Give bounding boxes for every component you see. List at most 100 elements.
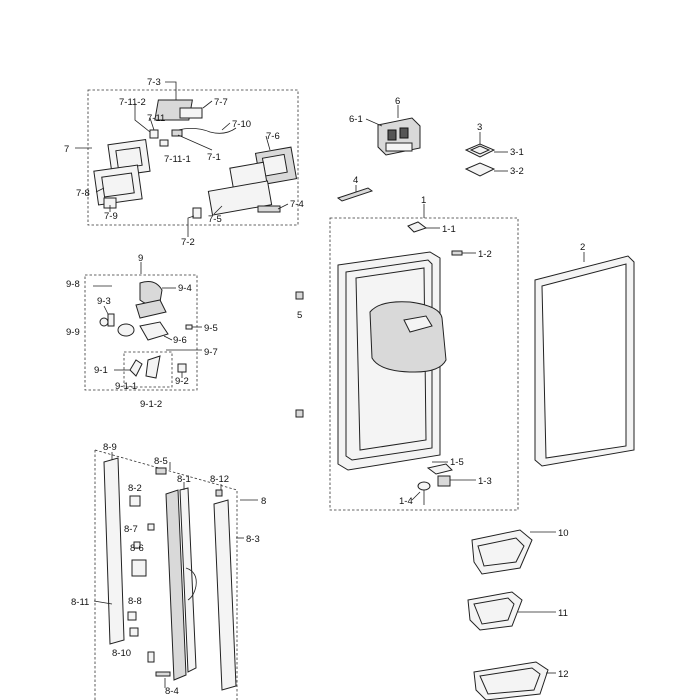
part-12-inner: [479, 667, 541, 695]
part-7-11-1: [159, 139, 169, 147]
label-7-5: 7-5: [208, 214, 222, 225]
assembly-1-door: [295, 204, 519, 511]
group-9-boundary: [84, 274, 198, 391]
label-8-10: 8-10: [112, 648, 131, 659]
part-8-7: [147, 523, 155, 531]
label-9-2: 9-2: [175, 376, 189, 387]
label-7-9: 7-9: [104, 211, 118, 222]
group-9-1-boundary: [123, 351, 173, 388]
leader-7-5: [213, 205, 223, 215]
label-11: 11: [558, 608, 568, 619]
assembly-6-3-4: [336, 105, 508, 202]
part-8-8b: [129, 627, 139, 637]
label-9-7: 9-7: [204, 347, 218, 358]
label-8-2: 8-2: [128, 483, 142, 494]
part-7-11: [149, 129, 159, 139]
part-7-8-window: [101, 172, 135, 198]
part-9-5: [185, 324, 193, 330]
part-8-1: [165, 489, 187, 681]
leader-8-11: [93, 600, 113, 605]
label-5: 5: [297, 310, 302, 321]
label-9-8: 9-8: [66, 279, 80, 290]
assembly-9: [84, 262, 202, 391]
label-1-5: 1-5: [450, 457, 464, 468]
label-8-7: 8-7: [124, 524, 138, 535]
assembly-7: [75, 81, 299, 237]
label-9-1-2: 9-1-2: [140, 399, 162, 410]
label-8-1: 8-1: [177, 474, 191, 485]
label-9-4: 9-4: [178, 283, 192, 294]
part-11-inner: [473, 597, 515, 625]
part-3-1-inner: [469, 145, 491, 155]
label-12: 12: [558, 669, 569, 680]
label-6-1: 6-1: [349, 114, 363, 125]
label-9-3: 9-3: [97, 296, 111, 307]
part-1-4: [417, 481, 431, 491]
label-8-3: 8-3: [246, 534, 260, 545]
callout-labels: 7-3 7-11-2 7-7 7-11 7-10 7 7-6 7-1 7-11-…: [64, 77, 585, 697]
part-9-1: [129, 359, 143, 377]
label-8-8: 8-8: [128, 596, 142, 607]
label-7-8: 7-8: [76, 188, 90, 199]
part-3-2: [464, 162, 496, 177]
part-8-7b: [133, 541, 141, 549]
label-8-12: 8-12: [210, 474, 229, 485]
part-9-4-base: [135, 299, 167, 319]
label-7-4: 7-4: [290, 199, 304, 210]
part-1-3: [437, 475, 451, 487]
label-1: 1: [421, 195, 426, 206]
label-9-1: 9-1: [94, 365, 108, 376]
assembly-2-gasket: [534, 252, 635, 467]
label-3: 3: [477, 122, 482, 133]
part-8-3: [213, 499, 237, 691]
label-8-5: 8-5: [154, 456, 168, 467]
part-8-2: [129, 495, 141, 507]
part-4: [336, 187, 374, 202]
label-1-3: 1-3: [478, 476, 492, 487]
label-1-1: 1-1: [442, 224, 456, 235]
leader-7-4: [277, 203, 289, 210]
leader-7-6: [265, 135, 271, 151]
label-3-1: 3-1: [510, 147, 524, 158]
part-6-base: [385, 142, 413, 152]
label-7-11-1: 7-11-1: [164, 154, 191, 165]
label-4: 4: [353, 175, 358, 186]
part-9-2: [177, 363, 187, 373]
assembly-8: [93, 449, 258, 700]
label-8: 8: [261, 496, 266, 507]
part-7-5: [207, 180, 273, 216]
label-7-1: 7-1: [207, 152, 221, 163]
part-7-6-inner: [261, 153, 288, 177]
leader-9-3: [103, 305, 109, 315]
group-7-boundary: [87, 89, 299, 226]
part-9-9: [99, 317, 109, 327]
part-9-3: [107, 313, 115, 327]
label-8-6: 8-6: [130, 543, 144, 554]
label-8-9: 8-9: [103, 442, 117, 453]
leader-7-3: [165, 81, 177, 100]
leader-7-1: [177, 134, 213, 151]
part-8-1-strip: [179, 487, 197, 673]
part-9-6-wheel: [117, 323, 135, 337]
part-8-9: [103, 457, 125, 645]
assembly-bins: [467, 529, 556, 700]
part-5-upper: [295, 291, 304, 300]
label-7-6: 7-6: [266, 131, 280, 142]
label-1-4: 1-4: [399, 496, 413, 507]
label-9-6: 9-6: [173, 335, 187, 346]
part-2-inner: [541, 263, 627, 459]
part-6-detail-1: [387, 129, 397, 141]
label-7-10: 7-10: [232, 119, 251, 130]
part-8-10: [147, 651, 155, 663]
label-7: 7: [64, 144, 69, 155]
label-9-1-1: 9-1-1: [115, 381, 137, 392]
label-2: 2: [580, 242, 585, 253]
part-1-dispenser-paddle: [403, 315, 433, 333]
leader-7-11-2: [134, 103, 151, 133]
group-1-boundary: [329, 217, 519, 511]
label-7-2: 7-2: [181, 237, 195, 248]
label-9-9: 9-9: [66, 327, 80, 338]
part-9-6: [139, 321, 169, 341]
leader-7-2: [187, 215, 195, 237]
